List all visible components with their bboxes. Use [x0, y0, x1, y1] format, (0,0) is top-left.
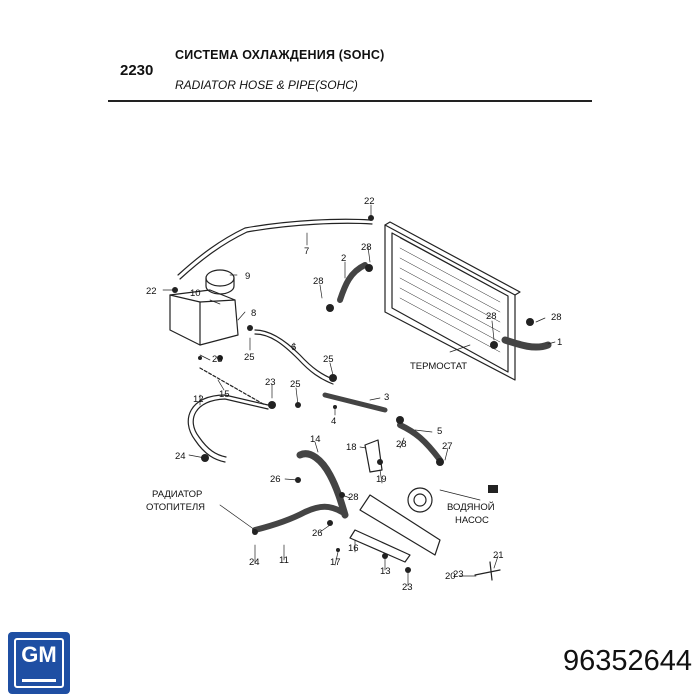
callout: 25 [290, 379, 301, 390]
long-hose [296, 450, 349, 519]
callout: 25 [323, 354, 334, 365]
callout: 25 [244, 352, 255, 363]
callout: 1 [557, 337, 562, 348]
callout: 23 [265, 377, 276, 388]
callout: 28 [486, 311, 497, 322]
water-pump-label-line1: ВОДЯНОЙ [447, 501, 495, 513]
callout: 17 [330, 557, 341, 568]
callout: 19 [376, 474, 387, 485]
callout: 7 [304, 246, 309, 257]
heater-radiator-label-line2: ОТОПИТЕЛЯ [146, 502, 205, 513]
bypass-hose [254, 329, 336, 381]
gm-logo: GM [8, 632, 70, 694]
header-title-ru: СИСТЕМА ОХЛАЖДЕНИЯ (SOHC) [175, 48, 385, 62]
callout: 3 [384, 392, 389, 403]
callout: 12 [193, 394, 204, 405]
callout: 5 [437, 426, 442, 437]
thermostat-label: ТЕРМОСТАТ [410, 361, 467, 372]
callout: 28 [396, 439, 407, 450]
callout: 16 [348, 543, 359, 554]
water-pump-label-line2: НАСОС [455, 515, 489, 526]
lower-radiator-hose [501, 336, 552, 351]
water-pump-housing [359, 487, 441, 556]
callout: 10 [190, 288, 201, 299]
callout: 4 [331, 416, 336, 427]
callout: 2 [341, 253, 346, 264]
heater-outlet-hose [252, 503, 345, 533]
callout: 22 [146, 286, 157, 297]
part-number: 96352644 [562, 645, 692, 677]
callout: 9 [245, 271, 250, 282]
callout: 22 [364, 196, 375, 207]
callout: 23 [212, 354, 223, 365]
coolant-reservoir [169, 269, 239, 346]
pump-hose [397, 422, 443, 463]
callout: 24 [175, 451, 186, 462]
callout: 6 [291, 342, 296, 353]
callout: 13 [380, 566, 391, 577]
hose-bracket [364, 439, 383, 473]
header-code: 2230 [120, 62, 154, 79]
callout: 24 [249, 557, 260, 568]
callout: 11 [279, 555, 289, 566]
overflow-hose-inner [179, 222, 373, 280]
callout: 26 [312, 528, 323, 539]
upper-radiator-hose [337, 262, 368, 303]
callout: 23 [402, 582, 413, 593]
gm-logo-text: GM [21, 642, 57, 667]
heater-inlet-hose [187, 394, 269, 463]
callout: 8 [251, 308, 256, 319]
callout: 27 [442, 441, 453, 452]
bolt [474, 561, 501, 581]
callout: 28 [551, 312, 562, 323]
heater-pipe [199, 367, 266, 406]
callout: 20 [445, 571, 456, 582]
mounting-bracket [349, 529, 411, 563]
overflow-hose [177, 218, 371, 276]
fasteners [172, 215, 534, 573]
callout: 14 [310, 434, 321, 445]
callout: 15 [219, 389, 230, 400]
header-title-en: RADIATOR HOSE & PIPE(SOHC) [175, 78, 358, 92]
leader-lines [162, 204, 556, 587]
callout: 26 [270, 474, 281, 485]
callout: 28 [348, 492, 359, 503]
radiator [384, 221, 521, 381]
callout-numbers: 22 7 2 28 9 22 10 8 28 28 28 1 25 6 25 2… [146, 196, 562, 593]
heater-radiator-label-line1: РАДИАТОР [152, 489, 202, 500]
header-divider [108, 100, 592, 102]
callout: 18 [346, 442, 357, 453]
callout: 23 [453, 569, 464, 580]
callout: 28 [361, 242, 372, 253]
callout: 28 [313, 276, 324, 287]
coolant-pipe [322, 392, 388, 413]
callout: 21 [493, 550, 504, 561]
